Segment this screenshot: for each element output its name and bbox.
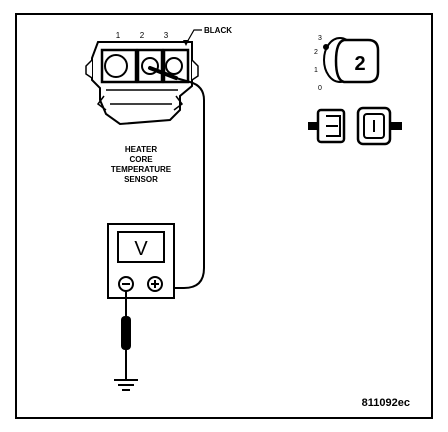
- key-position-pointer: [323, 44, 329, 50]
- negative-test-lead: [114, 291, 138, 391]
- backprobe-tip: [148, 66, 178, 80]
- voltmeter: V: [107, 223, 175, 299]
- pin-number-2: 2: [140, 31, 145, 40]
- key-position-2: 2: [314, 49, 318, 56]
- pin-number-3: 3: [164, 31, 169, 40]
- pin-number-1: 1: [116, 31, 121, 40]
- heater-core-temperature-sensor: 1 2 3 BLACK HEATER CORE TEMPERATURE SENS…: [85, 26, 232, 184]
- sensor-left-tab: [85, 59, 93, 79]
- key-position-0: 0: [318, 85, 322, 92]
- ignition-switch-icon: 3 2 1 0 2: [314, 35, 380, 92]
- voltmeter-reading: V: [134, 238, 148, 260]
- figure-frame: [15, 13, 433, 419]
- sensor-label-line-2: CORE: [129, 155, 153, 164]
- wire-color-label: BLACK: [204, 26, 232, 35]
- right-wire-stub: [390, 122, 402, 130]
- voltmeter-display: [117, 231, 165, 263]
- sensor-label-line-3: TEMPERATURE: [111, 165, 172, 174]
- key-position-3: 3: [318, 35, 322, 42]
- ground-icon: [114, 379, 138, 391]
- positive-test-lead: [148, 66, 205, 289]
- key-position-number: 2: [354, 53, 365, 75]
- terminal-pin-3: [165, 57, 183, 75]
- left-wire-stub: [308, 122, 320, 130]
- negative-probe-handle: [121, 316, 131, 350]
- terminal-pin-1: [104, 54, 128, 78]
- wire-label-arrowhead: [183, 40, 189, 46]
- key-position-1: 1: [314, 67, 318, 74]
- sensor-right-tab: [191, 59, 199, 81]
- connector-disconnected-icon: [308, 106, 402, 146]
- sensor-body-ribs: [106, 89, 178, 105]
- key-head: [334, 38, 380, 84]
- sensor-label-line-4: SENSOR: [124, 175, 158, 184]
- sensor-lower-tabs: [96, 95, 184, 111]
- left-connector-detail: [326, 115, 341, 137]
- sensor-label-line-1: HEATER: [125, 145, 158, 154]
- figure-code: 811092ec: [362, 397, 410, 409]
- wire-label-leader: [185, 29, 202, 45]
- positive-lead-wire: [160, 77, 205, 289]
